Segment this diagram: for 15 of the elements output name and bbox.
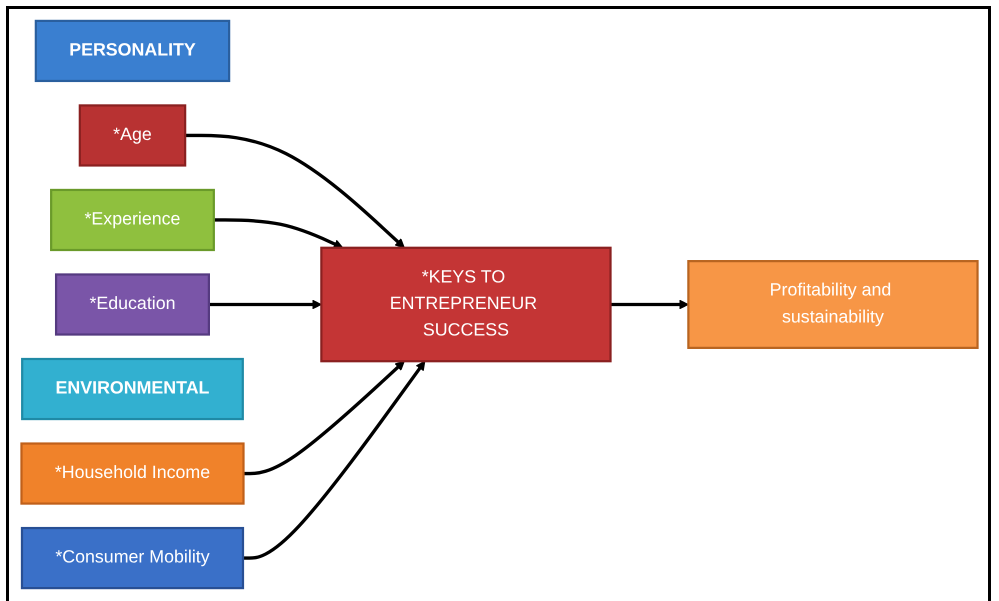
- node-box: *Education: [54, 273, 210, 336]
- node-box: *Household Income: [20, 442, 245, 505]
- node-box: ENVIRONMENTAL: [21, 358, 244, 420]
- arrow: [610, 300, 689, 310]
- arrow: [185, 134, 405, 248]
- node-box: Profitability and sustainability: [687, 260, 979, 349]
- node-box: *Experience: [50, 188, 215, 252]
- node-box: PERSONALITY: [34, 20, 230, 82]
- node-box: *Age: [78, 104, 186, 167]
- node-box: *KEYS TO ENTREPRENEUR SUCCESS: [320, 246, 612, 362]
- arrow: [214, 218, 344, 249]
- arrow: [244, 360, 405, 476]
- arrow: [243, 360, 426, 560]
- arrow: [208, 300, 322, 310]
- node-box: *Consumer Mobility: [20, 526, 244, 590]
